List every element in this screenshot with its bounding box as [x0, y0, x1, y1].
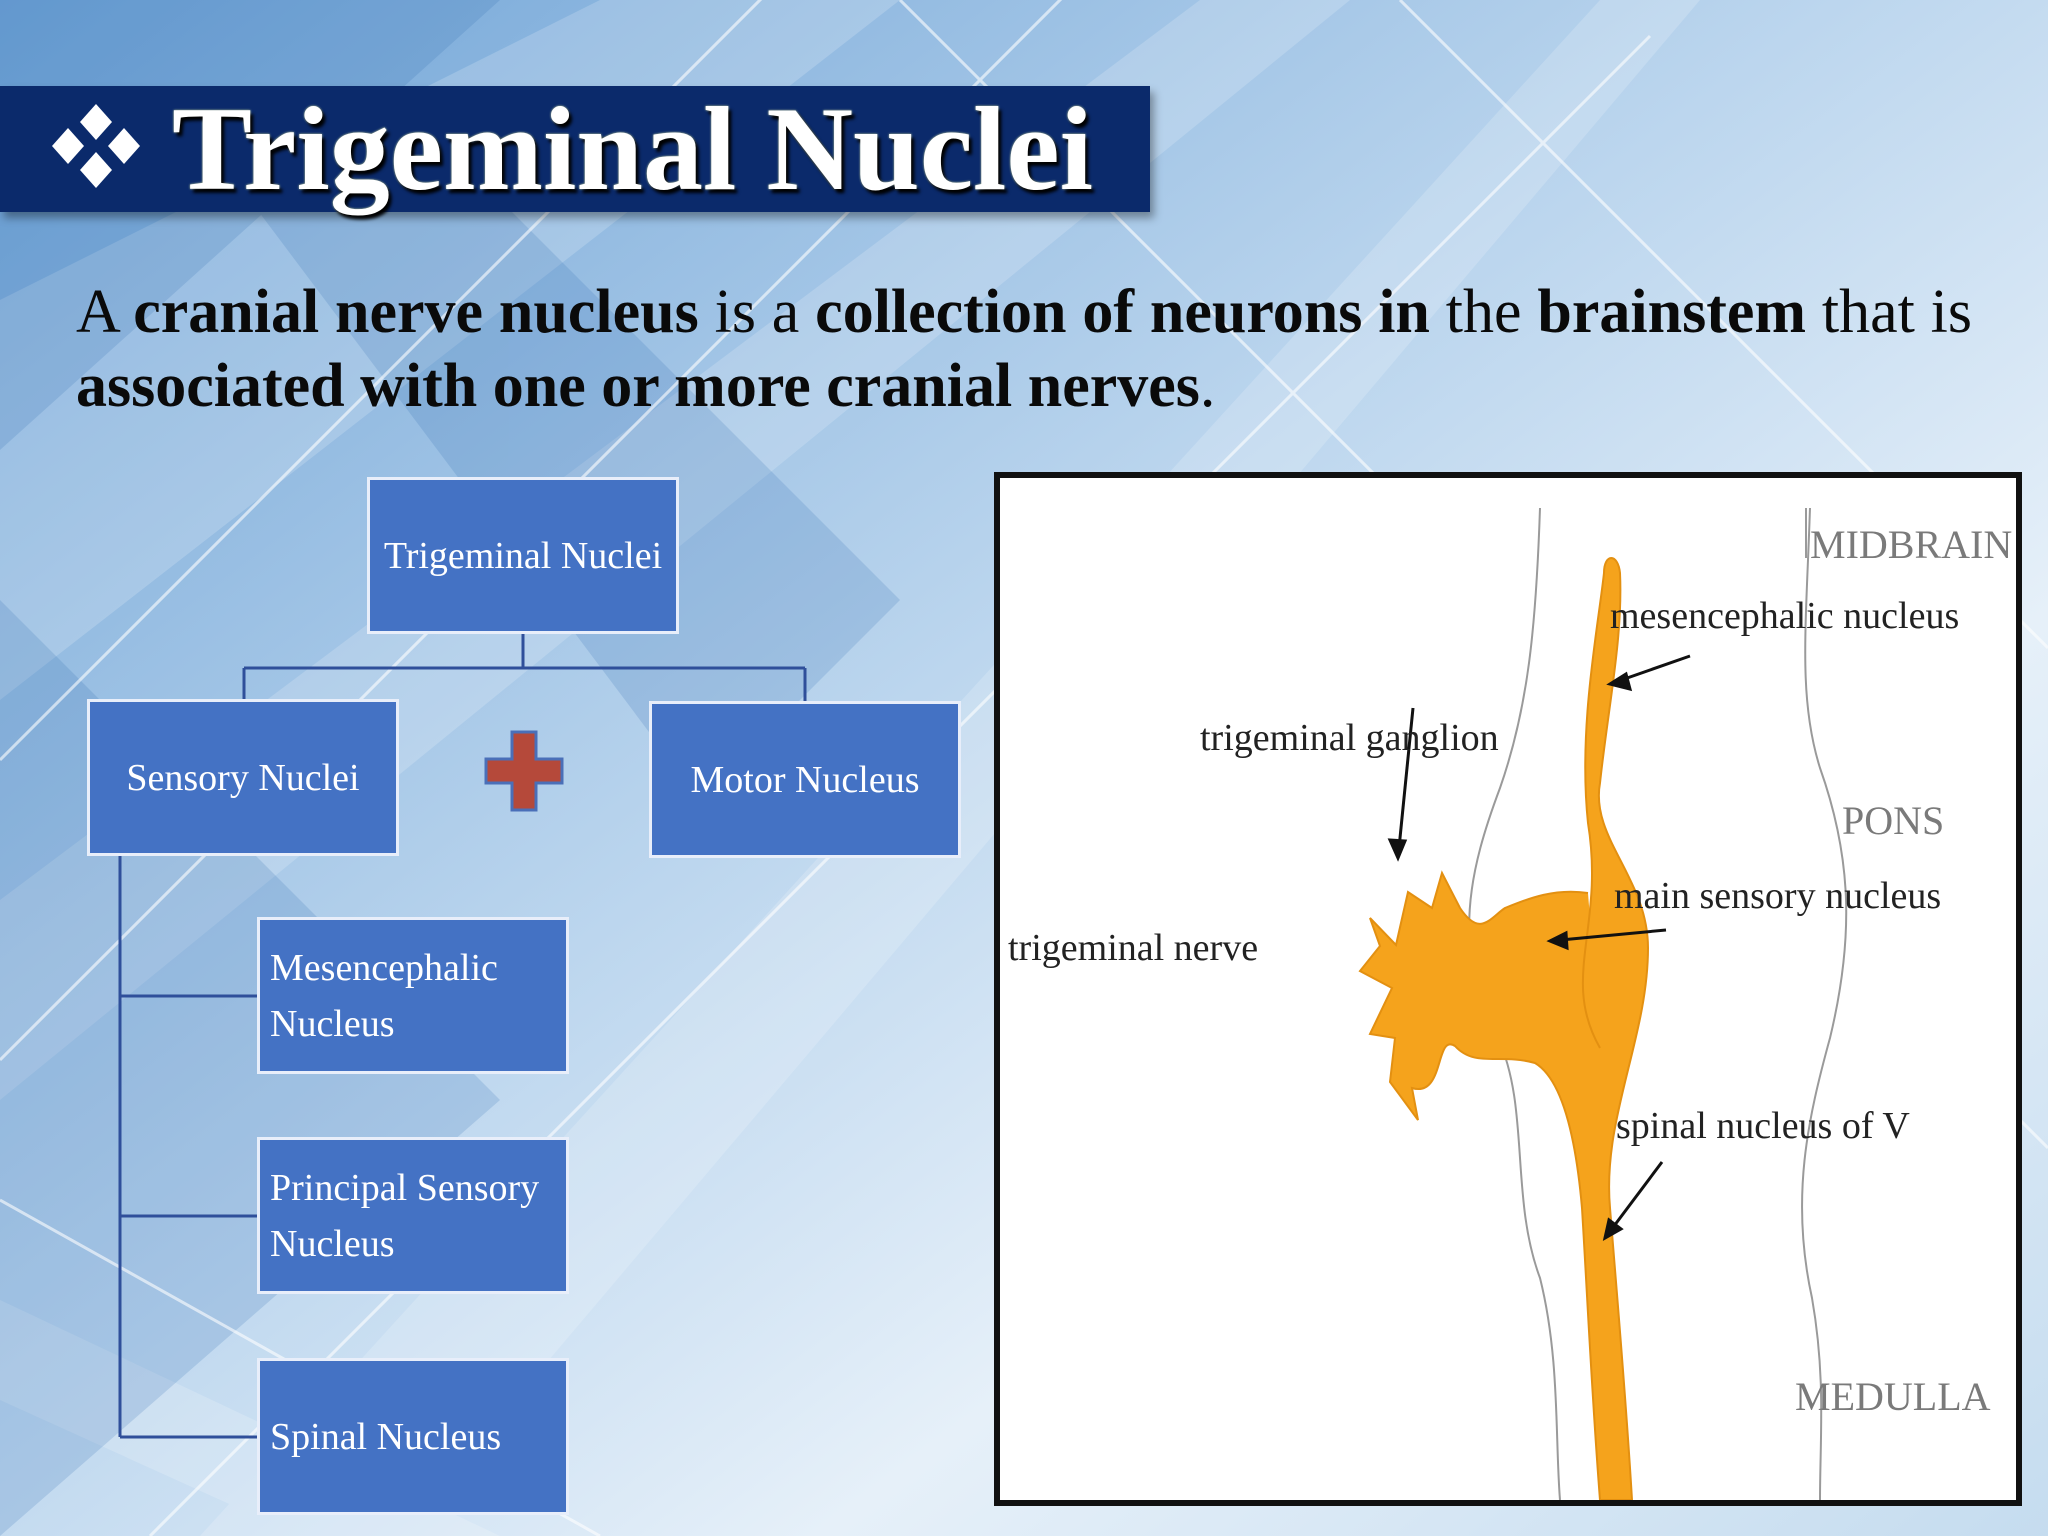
label-trigeminal-ganglion: trigeminal ganglion — [1200, 717, 1499, 759]
trigeminal-nucleus-shape — [1358, 557, 1650, 1500]
region-label-pons: PONS — [1842, 798, 1944, 843]
label-main-sensory-nucleus: main sensory nucleus — [1614, 875, 1941, 917]
intro-text: . — [1199, 352, 1216, 420]
brainstem-figure: MIDBRAIN PONS MEDULLA mesencephalic nucl… — [994, 472, 2022, 1506]
label-trigeminal-nerve: trigeminal nerve — [1008, 927, 1258, 969]
label-mesencephalic-nucleus: mesencephalic nucleus — [1610, 595, 1959, 637]
tree-node-principal-sensory: Principal Sensory Nucleus — [257, 1137, 569, 1294]
plus-icon — [484, 730, 564, 812]
region-label-medulla: MEDULLA — [1795, 1374, 1991, 1419]
intro-text: the — [1429, 278, 1538, 346]
intro-text: A — [76, 278, 134, 346]
intro-text: is a — [698, 278, 816, 346]
intro-paragraph: A cranial nerve nucleus is a collection … — [76, 275, 1972, 423]
title-banner — [0, 86, 1150, 212]
tree-node-motor: Motor Nucleus — [649, 701, 961, 858]
tree-connectors — [118, 634, 807, 1439]
intro-bold: associated with one or more cranial nerv… — [76, 352, 1200, 420]
tree-node-mesencephalic: Mesencephalic Nucleus — [257, 917, 569, 1074]
brainstem-drawing: MIDBRAIN PONS MEDULLA mesencephalic nucl… — [1008, 507, 2012, 1500]
tree-node-sensory: Sensory Nuclei — [87, 699, 399, 856]
intro-bold: cranial nerve nucleus — [133, 278, 699, 346]
intro-bold: collection of neurons in — [815, 278, 1430, 346]
four-diamond-bullet-icon — [52, 104, 140, 188]
intro-bold: brainstem — [1537, 278, 1807, 346]
label-spinal-nucleus: spinal nucleus of V — [1616, 1105, 1910, 1147]
region-label-midbrain: MIDBRAIN — [1810, 522, 2012, 567]
slide-title: Trigeminal Nuclei — [172, 82, 1093, 215]
intro-text: that is — [1806, 278, 1973, 346]
tree-node-root: Trigeminal Nuclei — [367, 477, 679, 634]
tree-node-spinal: Spinal Nucleus — [257, 1358, 569, 1515]
